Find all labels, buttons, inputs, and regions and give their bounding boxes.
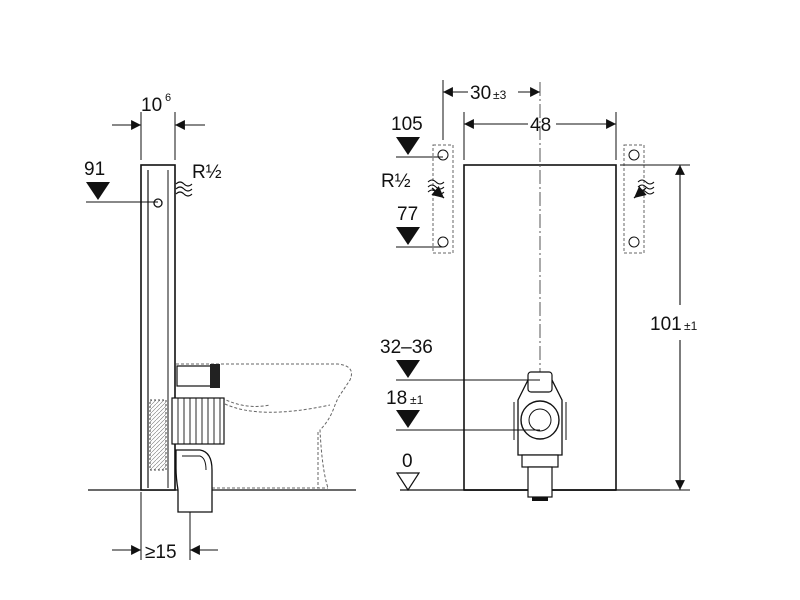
water-supply-symbol-side [175,181,193,197]
toilet-bowl-outline [176,363,352,489]
level-77-label: 77 [397,204,418,225]
dim-bottom-side: ≥15 [112,492,218,563]
level-18-label: 18 [386,388,407,409]
dim-offset-30: 30 ±3 [442,80,540,140]
dim-height-101: 101 ±1 [620,164,698,491]
level-105-label: 105 [391,114,423,135]
thread-size-label-side: R½ [192,162,222,183]
side-view: 10 6 91 R½ ≥15 [84,92,356,563]
level-77-marker: 77 [396,204,443,248]
mounting-bracket-left [427,144,454,254]
level-18-marker: 18 ±1 [386,388,540,431]
thread-size-label-front: R½ [381,171,411,192]
front-view: 30 ±3 48 105 R½ 77 [380,80,698,501]
width-value: 48 [530,115,551,136]
water-inlet-point [153,198,163,208]
height-value: 101 [650,314,682,335]
top-width-value: 10 [141,95,162,116]
dim-width-48: 48 [463,112,617,160]
height-tolerance: ±1 [684,319,698,333]
level-0-label: 0 [402,451,413,472]
drain-elbow [149,397,225,513]
offset-tolerance: ±3 [493,88,507,102]
bottom-distance-label: ≥15 [145,542,177,563]
flush-connector [176,364,220,388]
level-range-label: 32–36 [380,337,433,358]
dim-top-width-side: 10 6 [112,92,205,160]
level-0-marker: 0 [395,451,421,492]
mounting-bracket-right [623,144,655,254]
level-105-marker: 105 [391,114,443,158]
level-18-tolerance: ±1 [410,393,424,407]
level-91-label: 91 [84,159,105,180]
drain-assembly-front [513,371,567,501]
offset-value: 30 [470,83,491,104]
level-32-36-marker: 32–36 [380,337,540,381]
level-91-marker: 91 [84,159,158,203]
top-width-superscript: 6 [165,92,171,104]
